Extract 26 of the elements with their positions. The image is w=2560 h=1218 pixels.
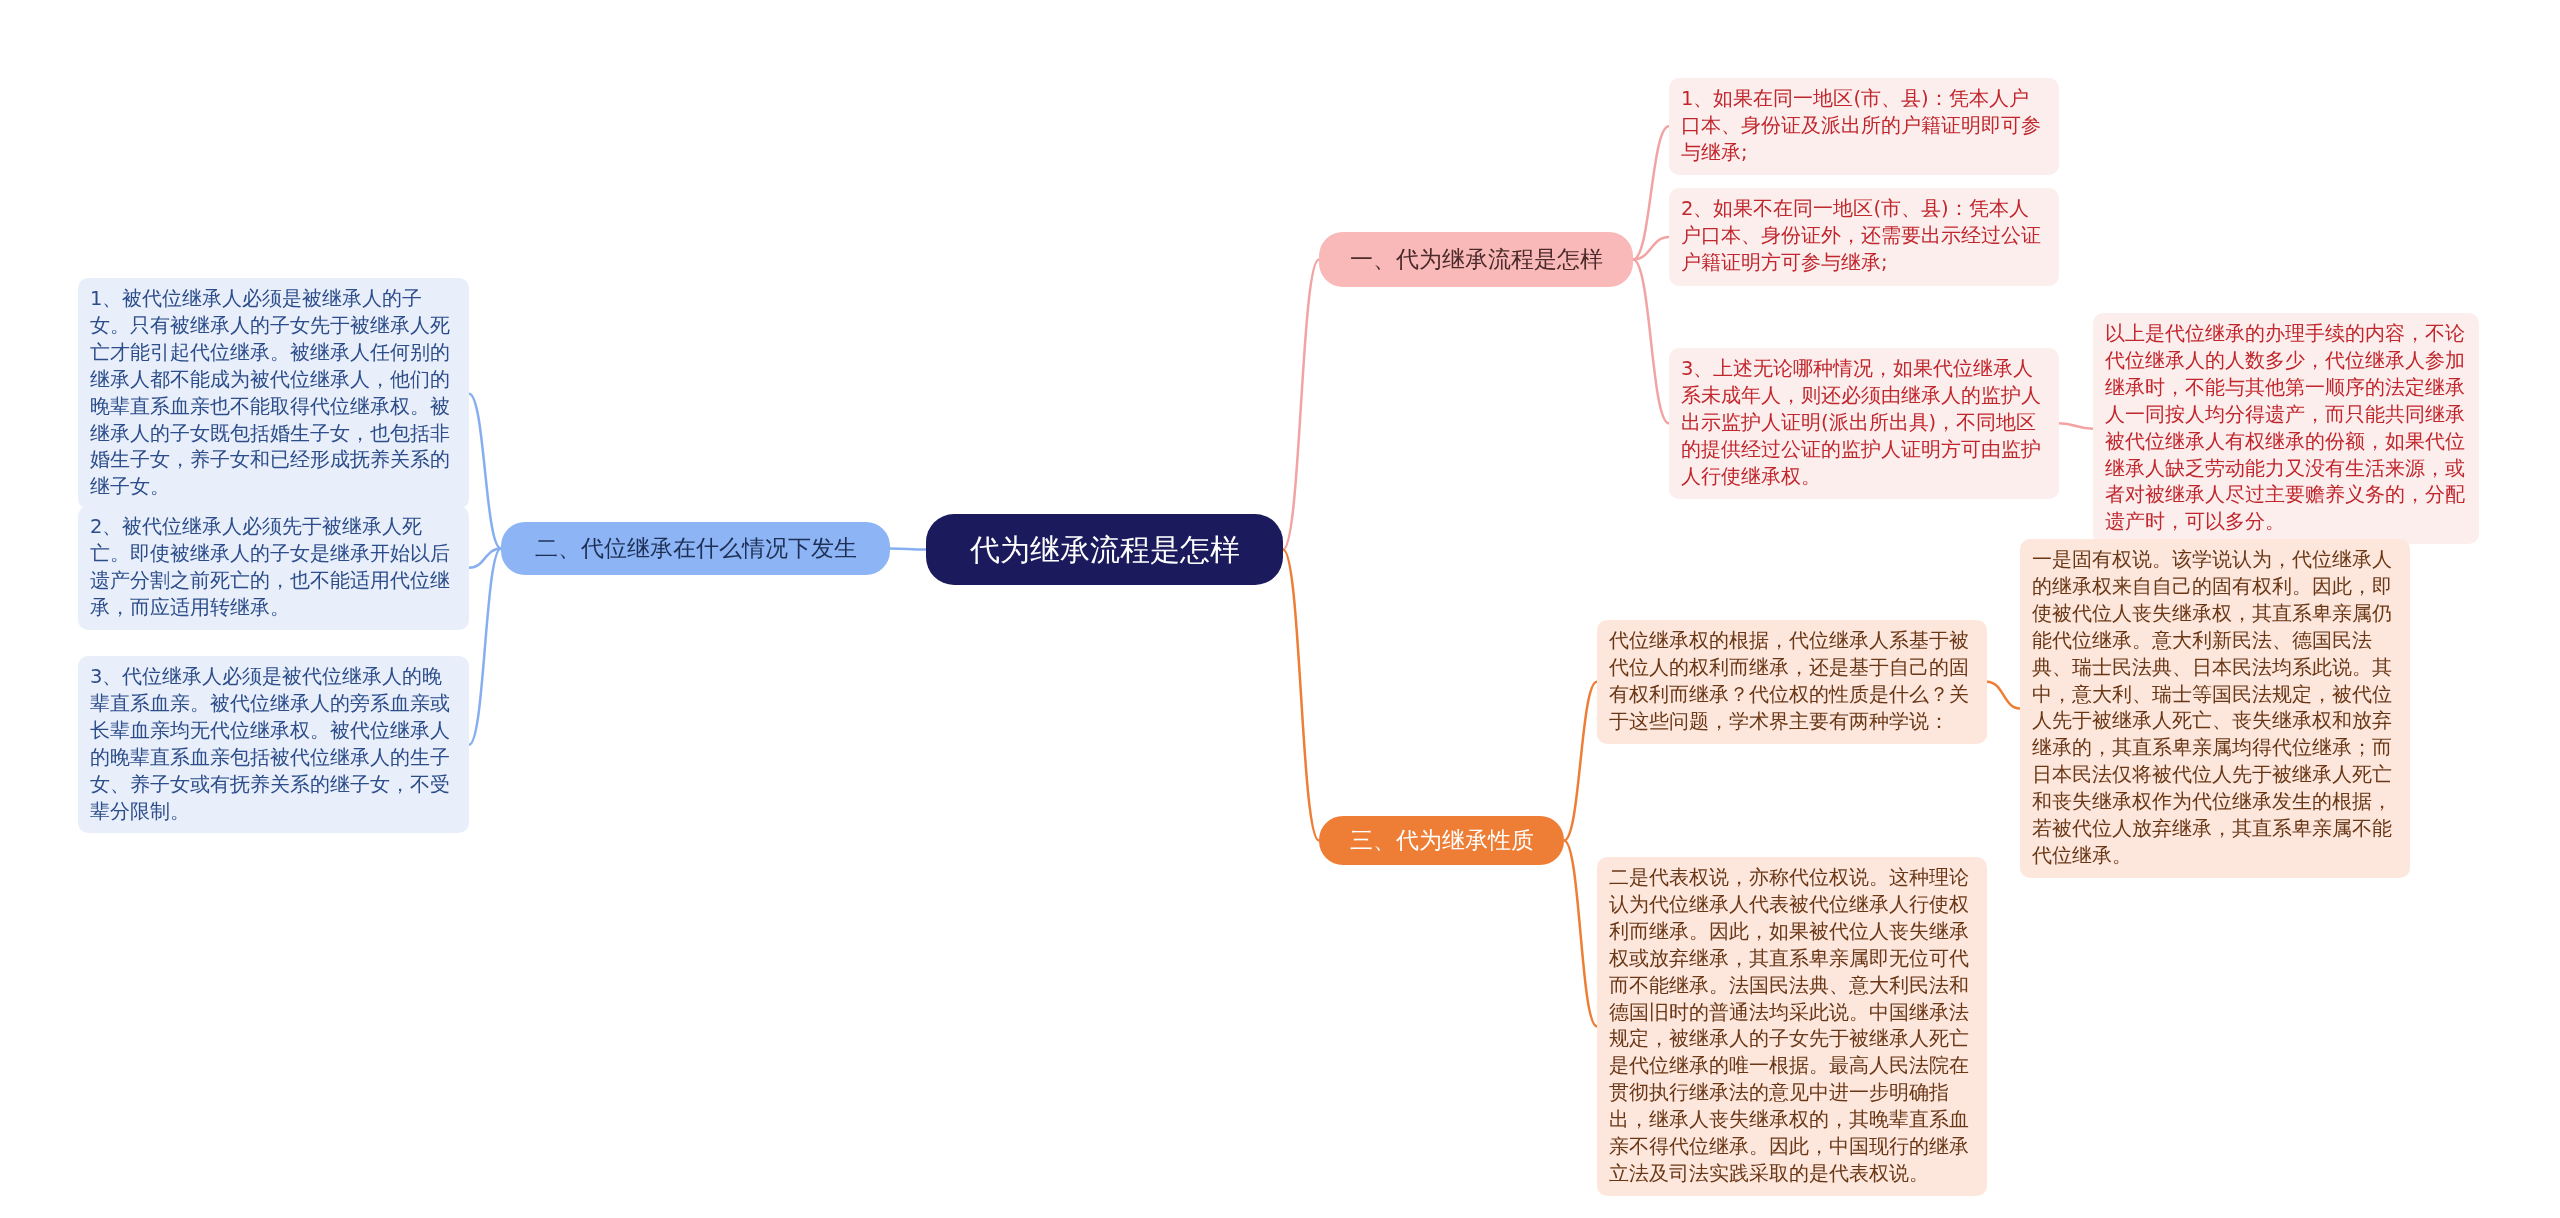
connector-line: [2058, 422, 2094, 430]
text-box: 以上是代位继承的办理手续的内容，不论代位继承人的人数多少，代位继承人参加继承时，不能与其他第一顺序的法定继承人一同按人均分得遗产，而只能共同继承被代位继承人有权继承的份额，如果代位继承人缺乏劳动能力又没有生活来源，或者对被继承人尽过主要赡养义务的，分配遗产时，可以多分。: [2093, 313, 2479, 545]
connector-line: [468, 392, 502, 550]
connector-line: [468, 547, 502, 570]
connector-line: [1563, 839, 1598, 1028]
connector-line: [890, 547, 926, 551]
topic-box: 三、代为继承性质: [1319, 816, 1564, 865]
connector-line: [1563, 680, 1598, 842]
text-box: 二是代表权说，亦称代位权说。这种理论认为代位继承人代表被代位继承人行使权利而继承。因此，如果被代位人丧失继承权或放弃继承，其直系卑亲属即无位可代而不能继承。法国民法典、意大利民法和德国旧时的普通法均采此说。中国继承法规定，被继承人的子女先于被继承人死亡是代位继承的唯一根据。最高人民法院在贯彻执行继承法的意见中进一步明确指出，继承人丧失继承权的，其晚辈直系血亲不得代位继承。因此，中国现行的继承立法及司法实践采取的是代表权说。: [1597, 857, 1987, 1196]
connector-line: [1282, 258, 1320, 551]
text-box: 代位继承权的根据，代位继承人系基于被代位人的权利而继承，还是基于自己的固有权利而继承？代位权的性质是什么？关于这些问题，学术界主要有两种学说：: [1597, 620, 1987, 744]
text-box: 1、被代位继承人必须是被继承人的子女。只有被继承人的子女先于被继承人死亡才能引起代位继承。被继承人任何别的继承人都不能成为被代位继承人，他们的晚辈直系血亲也不能取得代位继承权。被继承人的子女既包括婚生子女，也包括非婚生子女，养子女和已经形成抚养关系的继子女。: [78, 278, 469, 510]
connector-line: [1282, 548, 1320, 842]
connector-line: [1632, 258, 1670, 425]
connector-line: [1986, 680, 2021, 710]
text-box: 3、上述无论哪种情况，如果代位继承人系未成年人，则还必须由继承人的监护人出示监护人证明(派出所出具)，不同地区的提供经过公证的监护人证明方可由监护人行使继承权。: [1669, 348, 2059, 499]
text-box: 3、代位继承人必须是被代位继承人的晚辈直系血亲。被代位继承人的旁系血亲或长辈血亲均无代位继承权。被代位继承人的晚辈直系血亲包括被代位继承人的生子女、养子女或有抚养关系的继子女，不受辈分限制。: [78, 656, 469, 834]
text-box: 2、如果不在同一地区(市、县)：凭本人户口本、身份证外，还需要出示经过公证户籍证明方可参与继承;: [1669, 188, 2059, 286]
text-box: 2、被代位继承人必须先于被继承人死亡。即使被继承人的子女是继承开始以后遗产分割之前死亡的，也不能适用代位继承，而应适用转继承。: [78, 506, 469, 630]
text-box: 一是固有权说。该学说认为，代位继承人的继承权来自自己的固有权利。因此，即使被代位人丧失继承权，其直系卑亲属仍能代位继承。意大利新民法、德国民法典、瑞士民法典、日本民法均系此说。其中，意大利、瑞士等国民法规定，被代位人先于被继承人死亡、丧失继承权和放弃继承的，其直系卑亲属均得代位继承；而日本民法仅将被代位人先于被继承人死亡和丧失继承权作为代位继承发生的根据，若被代位人放弃继承，其直系卑亲属不能代位继承。: [2020, 539, 2410, 878]
central-topic: 代为继承流程是怎样: [926, 514, 1283, 585]
topic-box: 二、代位继承在什么情况下发生: [501, 522, 890, 575]
topic-box: 一、代为继承流程是怎样: [1319, 232, 1633, 287]
text-box: 1、如果在同一地区(市、县)：凭本人户口本、身份证及派出所的户籍证明即可参与继承;: [1669, 78, 2059, 175]
connector-line: [468, 547, 502, 746]
connector-line: [1632, 125, 1670, 261]
